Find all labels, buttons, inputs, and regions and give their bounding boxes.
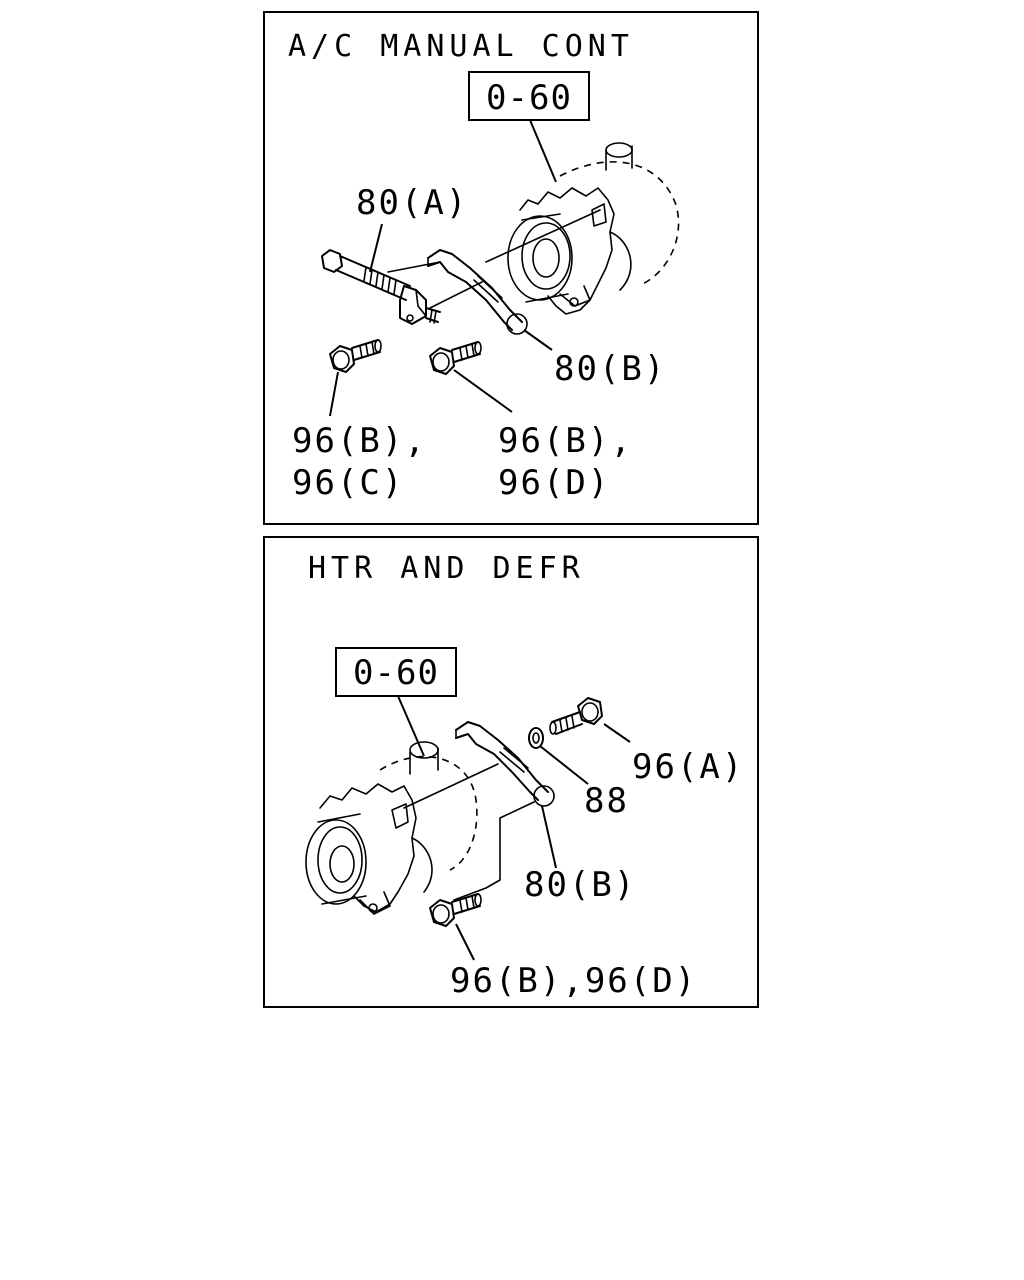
leader-96bd [453, 369, 513, 413]
panel-htr-and-defr: HTR AND DEFR 0-60 [263, 536, 759, 1008]
ref-box-label: 0-60 [486, 78, 572, 118]
ref-leader [397, 695, 425, 757]
callout-96b-left[interactable]: 96(B), [292, 421, 427, 461]
leader-96bd [455, 923, 475, 961]
ref-box[interactable]: 0-60 [335, 647, 457, 697]
callout-80b[interactable]: 80(B) [554, 349, 666, 389]
adjust-bracket [387, 209, 601, 335]
panel-title: HTR AND DEFR [308, 551, 585, 586]
callout-96a[interactable]: 96(A) [632, 747, 744, 787]
bolt-a [549, 697, 603, 735]
callout-80b[interactable]: 80(B) [524, 865, 636, 905]
ref-box[interactable]: 0-60 [468, 71, 590, 121]
leader-80b [523, 329, 553, 351]
panel-frame [263, 11, 759, 525]
panel-frame [263, 536, 759, 1008]
compressor-illustration [305, 741, 478, 915]
mounting-bracket [403, 721, 555, 901]
leader-80b [541, 805, 557, 869]
compressor-illustration [507, 142, 680, 315]
ref-box-label: 0-60 [353, 653, 439, 693]
panel-ac-manual-cont: A/C MANUAL CONT 0-60 [263, 11, 759, 525]
leader-80a [369, 223, 383, 273]
adjusting-bolt [321, 249, 441, 325]
bolt-right [429, 341, 482, 375]
callout-96d[interactable]: 96(D) [498, 463, 610, 503]
callout-88[interactable]: 88 [584, 781, 629, 821]
washer [528, 727, 544, 749]
callout-96b-right[interactable]: 96(B), [498, 421, 633, 461]
ref-leader [529, 119, 557, 183]
callout-96b-96d[interactable]: 96(B),96(D) [450, 961, 697, 1001]
panel-title: A/C MANUAL CONT [288, 29, 634, 64]
callout-96c[interactable]: 96(C) [292, 463, 404, 503]
leader-96a [603, 723, 631, 743]
bolt-left [329, 339, 382, 373]
leader-96bc [329, 371, 339, 417]
bolt-bd [429, 893, 482, 927]
callout-80a[interactable]: 80(A) [356, 183, 468, 223]
leader-88 [539, 745, 589, 785]
